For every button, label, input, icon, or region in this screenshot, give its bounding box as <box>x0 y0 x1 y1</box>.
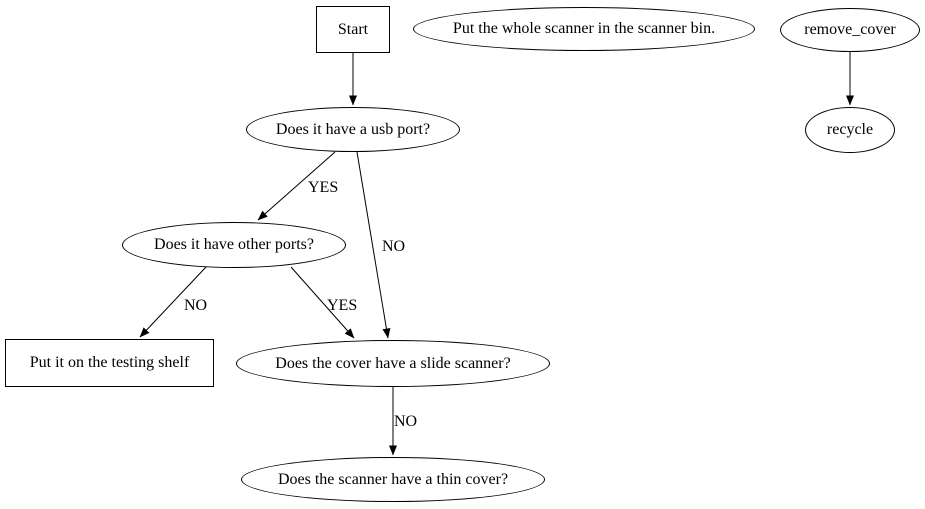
edge-label-usb-to-other-yes: YES <box>308 179 339 196</box>
node-testing-shelf: Put it on the testing shelf <box>5 339 214 387</box>
edge-other-ports-to-testing-shelf <box>139 266 207 338</box>
node-slide-scanner-question: Does the cover have a slide scanner? <box>236 340 550 387</box>
edge-other-ports-to-slide-scanner <box>290 266 355 339</box>
node-recycle: recycle <box>805 107 895 153</box>
node-remove-cover: remove_cover <box>780 8 920 52</box>
edge-label-slide-to-thin-no: NO <box>394 413 418 430</box>
node-scanner-bin: Put the whole scanner in the scanner bin… <box>413 7 755 51</box>
node-usb-port-question: Does it have a usb port? <box>246 107 460 152</box>
edge-label-other-to-shelf-no: NO <box>184 297 208 314</box>
edge-usb-port-to-slide-scanner <box>356 151 391 339</box>
edge-usb-port-to-other-ports <box>257 151 336 221</box>
edge-label-usb-to-slide-no: NO <box>382 238 406 255</box>
edge-label-other-to-slide-yes: YES <box>327 297 358 314</box>
node-thin-cover-question: Does the scanner have a thin cover? <box>241 457 545 502</box>
node-other-ports-question: Does it have other ports? <box>122 222 346 268</box>
node-start: Start <box>316 6 390 53</box>
